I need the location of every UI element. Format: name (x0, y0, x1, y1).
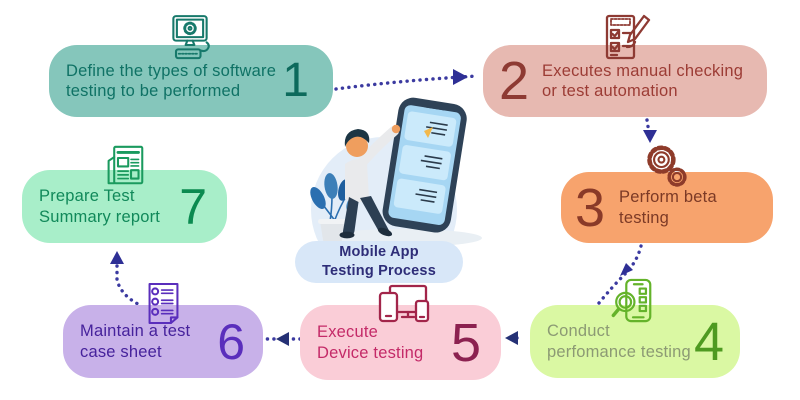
step-card-3: 3 Perform beta testing (561, 172, 773, 243)
step-1-label: Define the types of software testing to … (66, 61, 277, 100)
step-2-label: Executes manual checking or test automat… (542, 61, 744, 100)
arrow-2-to-3 (645, 118, 651, 135)
step-3-label: Perform beta testing (619, 188, 717, 227)
person-illustration (339, 124, 433, 239)
phone-illustration (382, 97, 467, 233)
process-title-badge: Mobile App Testing Process (295, 241, 463, 283)
step-6-label: Maintain a test case sheet (80, 322, 191, 361)
phone-magnifier-icon (610, 277, 656, 325)
step-2-number: 2 (499, 51, 530, 111)
badge-line-2: Testing Process (322, 263, 436, 279)
step-6-number: 6 (217, 313, 245, 370)
step-card-7: Prepare Test Summary report 7 (22, 170, 227, 243)
step-card-5: Execute Device testing 5 (300, 305, 501, 380)
step-3-number: 3 (575, 177, 606, 238)
report-icon (103, 143, 146, 188)
step-1-number: 1 (282, 54, 309, 107)
step-7-number: 7 (179, 178, 207, 235)
step-5-number: 5 (450, 312, 481, 373)
step-7-label: Prepare Test Summary report (39, 187, 161, 226)
step-5-label: Execute Device testing (317, 323, 424, 362)
arrow-6-to-7 (115, 264, 140, 306)
badge-line-1: Mobile App (339, 244, 419, 261)
checklist-sheet-icon (144, 281, 183, 326)
arrow-1-to-2 (334, 74, 480, 91)
checklist-pen-icon (601, 12, 651, 64)
step-card-1: Define the types of software testing to … (49, 45, 333, 117)
computer-gear-icon (169, 13, 211, 63)
plant-illustration (310, 173, 360, 243)
step-4-label: Conduct perfomance testing (547, 322, 691, 361)
step-card-6: Maintain a test case sheet 6 (63, 305, 263, 378)
devices-icon (376, 283, 432, 325)
gears-icon (644, 144, 688, 190)
step-4-number: 4 (693, 311, 724, 372)
